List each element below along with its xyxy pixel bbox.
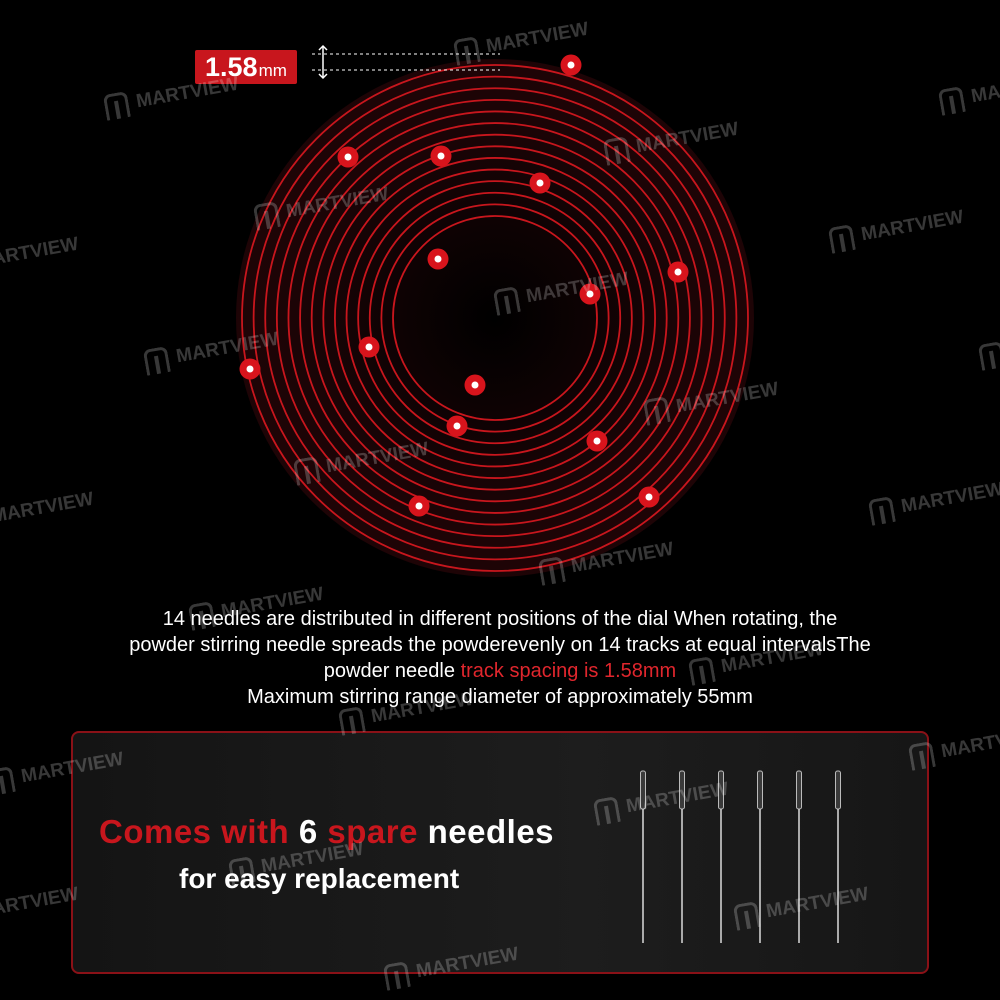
- needle-position-dot: [529, 172, 551, 194]
- watermark-logo-icon: [732, 901, 761, 931]
- watermark-text: MARTVIEW: [939, 723, 1000, 763]
- dial-track-ring: [368, 191, 622, 445]
- description-line-4: Maximum stirring range diameter of appro…: [247, 686, 753, 708]
- title-word-needles: needles: [427, 813, 555, 850]
- watermark-logo-icon: [227, 856, 256, 886]
- title-word-count: 6: [298, 813, 328, 850]
- needle-position-dot: [464, 374, 486, 396]
- needle-position-dot: [446, 415, 468, 437]
- needle-position-dot: [427, 248, 449, 270]
- watermark-logo-icon: [537, 556, 566, 586]
- watermark-logo-icon: [292, 456, 321, 486]
- watermark-logo-icon: [977, 341, 1000, 371]
- dial-diagram: [236, 44, 754, 577]
- spare-needle: [835, 770, 841, 943]
- watermark-logo-icon: [452, 36, 481, 66]
- dial-track-ring: [275, 98, 715, 538]
- needle-position-dot: [579, 283, 601, 305]
- watermark-logo-icon: [602, 136, 631, 166]
- watermark-logo-icon: [827, 224, 856, 254]
- needle-position-dot: [638, 486, 660, 508]
- track-spacing-highlight: track spacing is 1.58mm: [460, 660, 677, 682]
- dial-track-ring: [322, 145, 668, 491]
- title-word-spare: spare: [327, 813, 428, 850]
- watermark-logo-icon: [867, 496, 896, 526]
- watermark: MARTVIEW: [907, 722, 1000, 771]
- spare-needle: [796, 770, 802, 943]
- watermark-logo-icon: [0, 766, 16, 796]
- dial-track-ring: [252, 75, 738, 561]
- watermark-logo-icon: [937, 86, 966, 116]
- dial-track-ring: [287, 110, 703, 526]
- dial-track-ring: [299, 122, 691, 514]
- needle-position-dot: [586, 430, 608, 452]
- watermark-logo-icon: [642, 396, 671, 426]
- needle-position-dot: [408, 495, 430, 517]
- watermark-logo-icon: [252, 201, 281, 231]
- dial-track-ring: [357, 180, 633, 456]
- needle-position-dot: [560, 54, 582, 76]
- title-word-comes-with: Comes with: [99, 813, 299, 850]
- spare-needle: [718, 770, 724, 943]
- needle-position-dot: [430, 145, 452, 167]
- needle-position-dot: [337, 146, 359, 168]
- watermark-logo-icon: [492, 286, 521, 316]
- spare-needles-illustration: [640, 770, 841, 943]
- description-text: 14 needles are distributed in different …: [40, 606, 960, 710]
- description-line-3: powder needle track spacing is 1.58mm: [40, 658, 960, 684]
- spare-needle: [679, 770, 685, 943]
- watermark-logo-icon: [687, 656, 716, 686]
- track-spacing-badge: 1.58 mm: [195, 50, 297, 84]
- watermark-logo-icon: [592, 796, 621, 826]
- watermark-logo-icon: [337, 706, 366, 736]
- description-line-3-prefix: powder needle: [323, 660, 461, 682]
- dial-track-ring: [264, 87, 726, 549]
- needle-position-dot: [667, 261, 689, 283]
- dial-track-ring: [334, 157, 656, 479]
- dial-track-ring: [380, 203, 610, 433]
- spare-needles-title: Comes with 6 spare needles: [99, 813, 554, 851]
- needle-position-dot: [358, 336, 380, 358]
- spare-needle: [640, 770, 646, 943]
- description-line-2: powder stirring needle spreads the powde…: [129, 634, 871, 656]
- dial-track-ring: [345, 168, 645, 468]
- dial-track-ring: [392, 215, 598, 421]
- watermark-logo-icon: [142, 346, 171, 376]
- dial-track-ring: [310, 133, 680, 503]
- needle-position-dot: [239, 358, 261, 380]
- dial-track-ring: [241, 64, 749, 572]
- track-spacing-unit: mm: [258, 61, 287, 80]
- spare-needles-subtitle: for easy replacement: [179, 863, 460, 894]
- watermark-logo-icon: [382, 961, 411, 991]
- watermark-logo-icon: [907, 741, 936, 771]
- watermark-logo-icon: [187, 601, 216, 631]
- track-spacing-value: 1.58: [205, 52, 258, 82]
- description-line-1: 14 needles are distributed in different …: [162, 608, 838, 630]
- watermark: MARTVIEW: [0, 882, 81, 931]
- watermark-text: MARTVIEW: [0, 883, 81, 923]
- spare-needles-panel: Comes with 6 spare needles for easy repl…: [71, 731, 929, 974]
- watermark-logo-icon: [102, 91, 131, 121]
